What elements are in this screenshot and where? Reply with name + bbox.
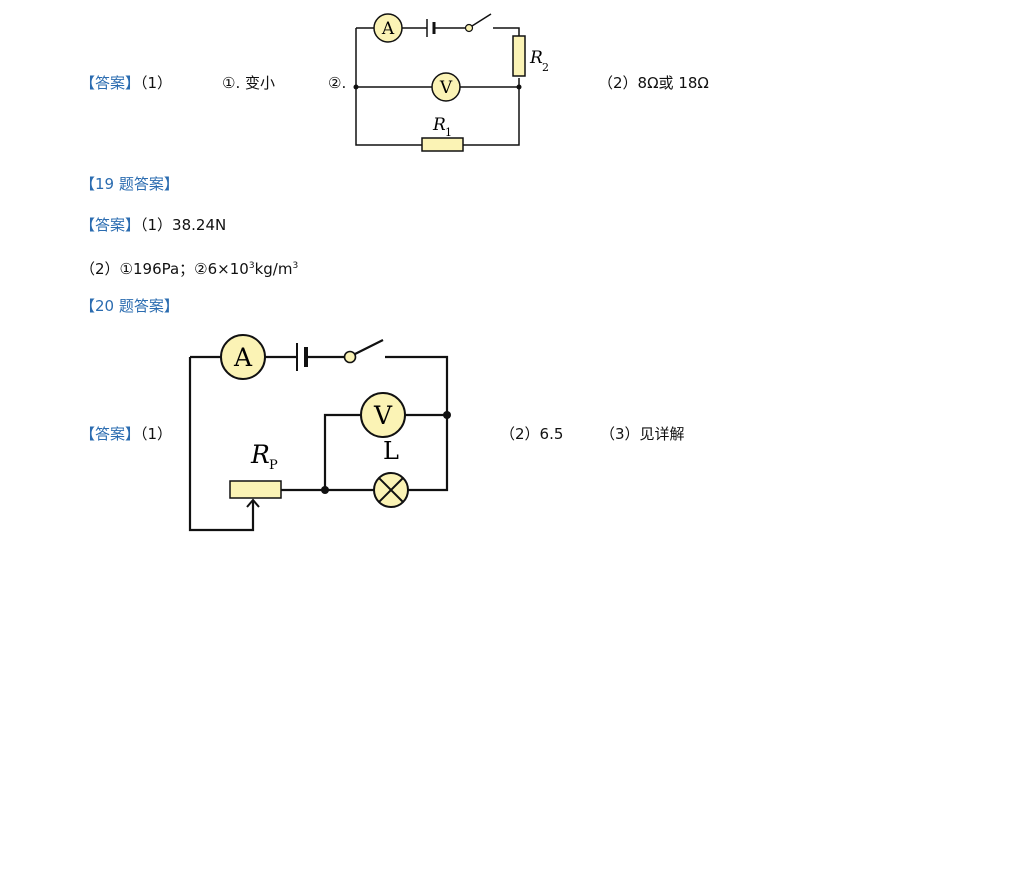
q18-answer-tag: 【答案】 (80, 74, 141, 92)
q20-part3: （3）见详解 (600, 425, 685, 443)
q18-r2-subscript: 2 (542, 61, 549, 74)
q19-part2-exponent: 3 (248, 261, 255, 271)
q20-wire-right (385, 355, 449, 492)
q18-item2: ②. (328, 74, 347, 92)
q19-part2-b: kg/m (254, 260, 293, 278)
q19-part2-exponent2: 3 (292, 261, 299, 271)
q18-circuit-diagram: A R 2 V R 1 (353, 13, 549, 152)
q20-wire-v-left (323, 413, 361, 490)
q20-lamp-cross (378, 477, 404, 503)
q20-rheostat (229, 480, 282, 499)
q18-node-right (516, 84, 522, 90)
q18-answer-line: 【答案】（1） (80, 73, 172, 93)
q20-rheostat-subscript: P (269, 458, 278, 473)
q18-r1-resistor (421, 137, 464, 152)
q18-voltmeter-label: V (439, 78, 453, 98)
q18-node-left (353, 84, 359, 90)
q20-answer-tag: 【答案】 (80, 425, 141, 443)
q19-answer-line: 【答案】（1）38.24N (80, 215, 226, 235)
q20-switch-pivot (343, 350, 357, 364)
q20-circuit-diagram: A V L R P (188, 334, 451, 532)
q20-part1-label: （1） (140, 425, 173, 443)
q19-answer-tag: 【答案】 (80, 216, 141, 234)
q18-wire-switch-r2 (493, 27, 520, 36)
q18-r1-label: R (432, 115, 446, 135)
q20-switch-blade (354, 339, 384, 355)
q20-lamp-label: L (383, 437, 399, 465)
q19-part1: （1）38.24N (140, 216, 227, 234)
q20-node-right (443, 411, 451, 419)
q20-heading: 【20 题答案】 (80, 297, 179, 315)
q18-part2: （2）8Ω或 18Ω (598, 74, 709, 92)
q19-part2: （2）①196Pa；②6×103kg/m3 (80, 256, 298, 279)
q20-ammeter-label: A (233, 343, 253, 372)
q20-part2: （2）6.5 (500, 425, 564, 443)
q18-switch-pivot (464, 23, 474, 33)
q20-voltmeter-label: V (373, 401, 393, 430)
q20-rheostat-slider-arrow (246, 498, 260, 513)
q18-r1-subscript: 1 (445, 126, 452, 139)
q19-part2-a: （2）①196Pa；②6×10 (80, 260, 249, 278)
q20-rheostat-label: R (250, 440, 270, 469)
q18-ammeter-label: A (381, 19, 395, 39)
q18-part1-label: （1） (140, 74, 173, 92)
q18-r2-label: R (529, 48, 543, 68)
q18-item1: ①. 变小 (222, 74, 275, 92)
q20-outer-wire-left (188, 357, 255, 532)
q18-r2-resistor (512, 35, 526, 77)
q19-heading: 【19 题答案】 (80, 175, 179, 193)
q18-switch-blade (471, 13, 492, 27)
q20-answer-line: 【答案】（1） (80, 424, 172, 444)
